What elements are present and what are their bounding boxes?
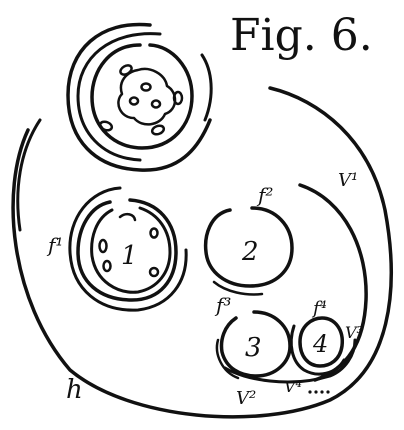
top-cross-section	[68, 24, 211, 170]
v4-dot	[308, 390, 311, 393]
label-v4: V⁴	[284, 377, 302, 396]
label-v3: V³	[345, 323, 363, 342]
v4-dot	[314, 390, 317, 393]
label-bundle-2: 2	[241, 237, 259, 267]
label-f2: f²	[256, 183, 273, 207]
v4-dot	[320, 390, 323, 393]
label-bundle-3: 3	[245, 333, 262, 363]
label-bundle-4: 4	[312, 330, 328, 358]
label-bundle-1: 1	[121, 241, 138, 271]
label-h: h	[66, 375, 83, 405]
label-v1: V¹	[338, 170, 358, 191]
v4-dot	[326, 390, 329, 393]
label-f4: f⁴	[311, 298, 327, 319]
label-f3: f³	[214, 293, 231, 317]
figure-title: Fig. 6.	[230, 10, 373, 61]
label-f1: f¹	[46, 233, 63, 257]
label-v2: V²	[236, 388, 256, 409]
